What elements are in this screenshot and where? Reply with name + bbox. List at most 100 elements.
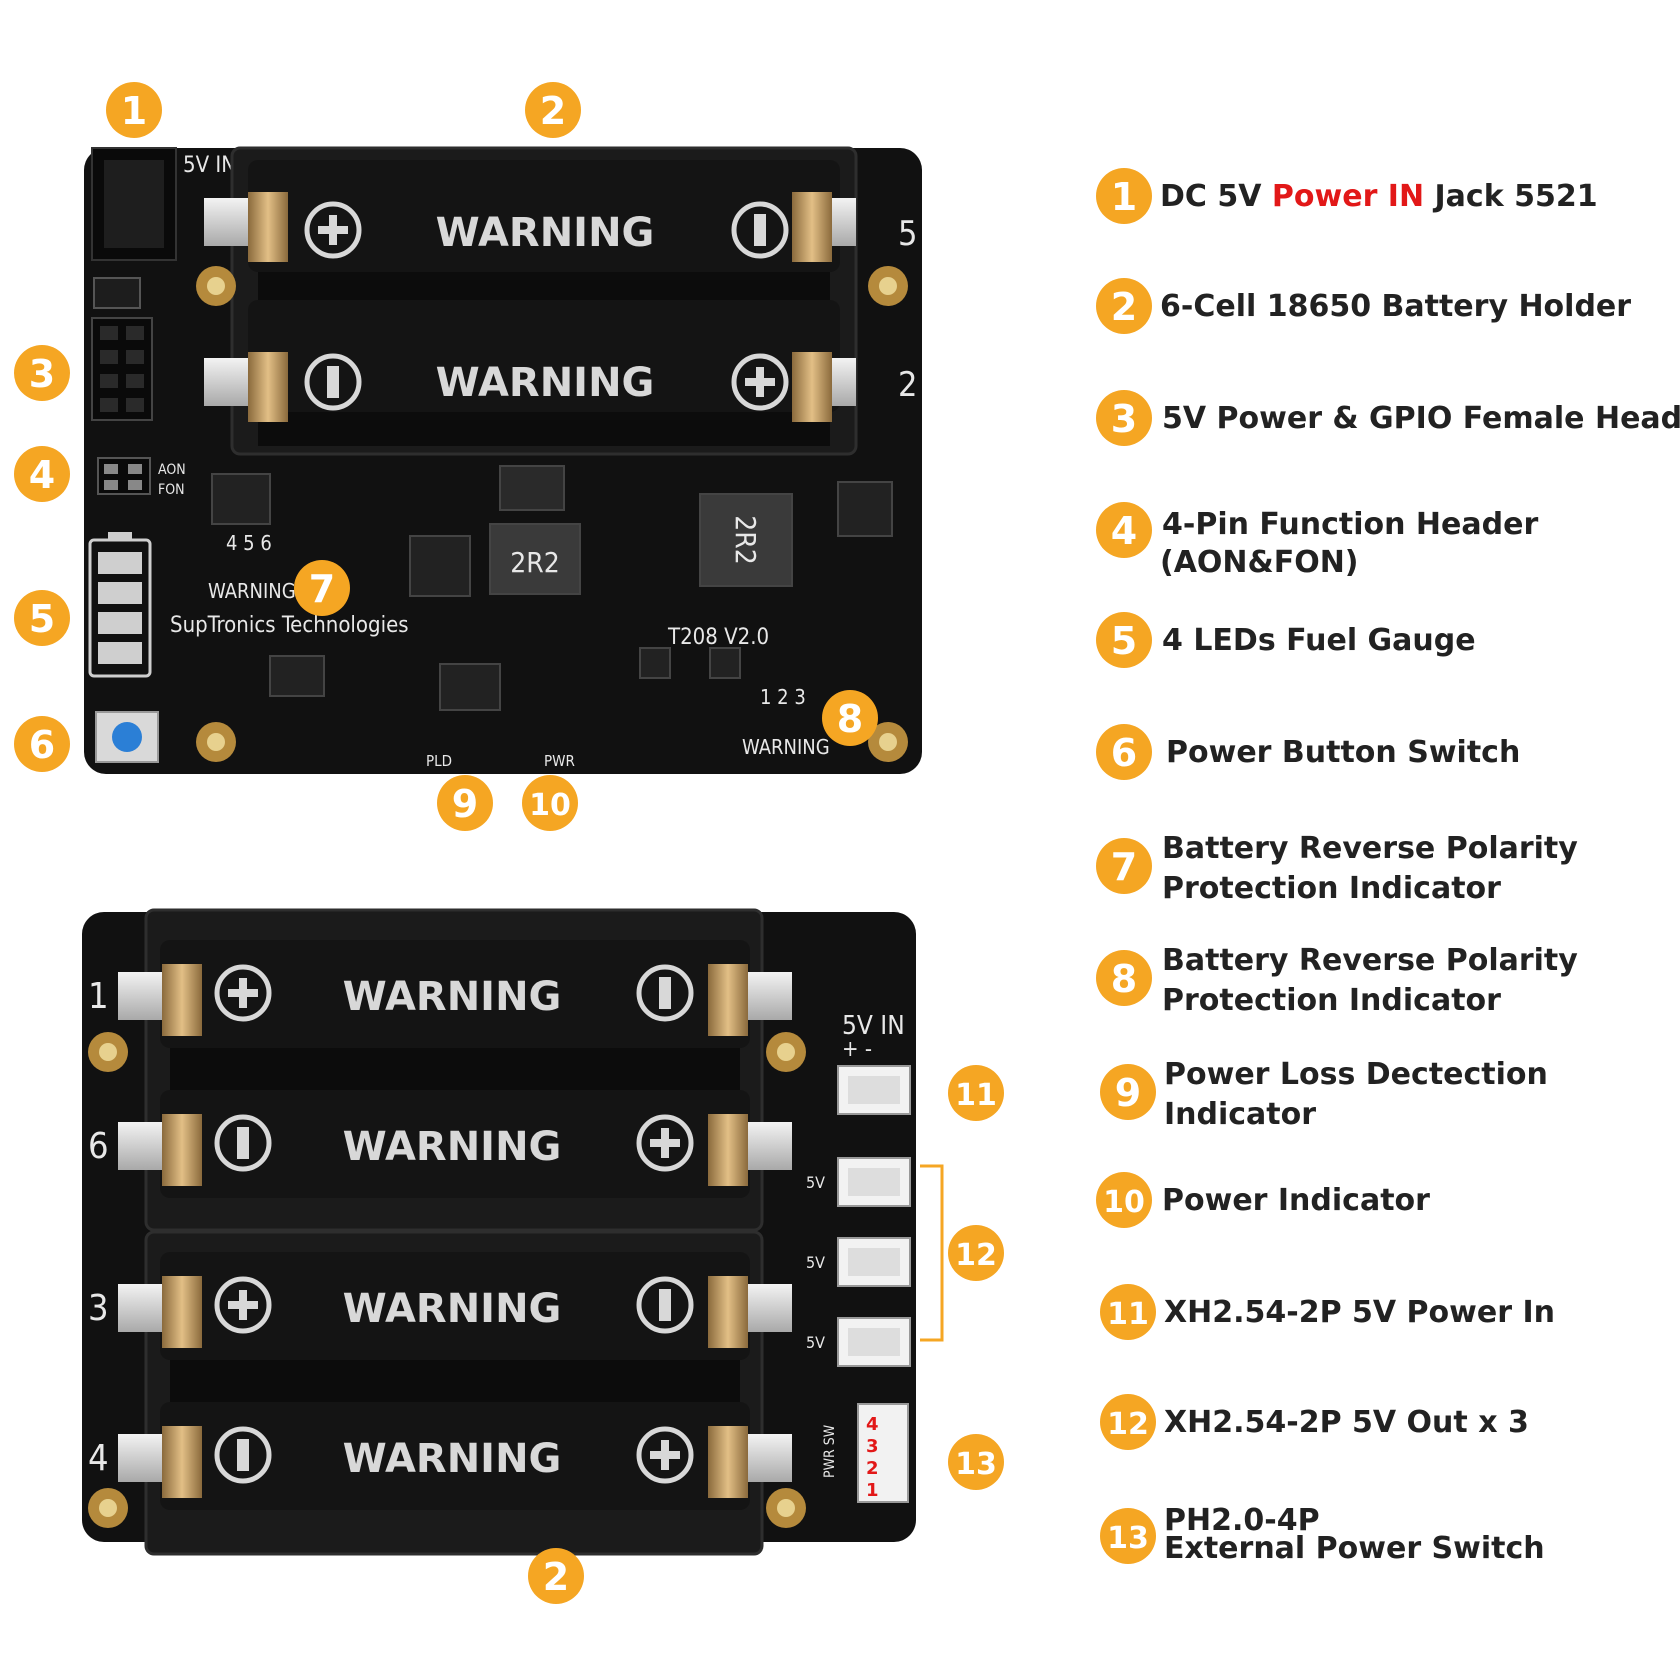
plus-symbol xyxy=(214,1276,272,1334)
top-holder-warning-1: WARNING xyxy=(436,210,655,256)
legend-item-8: 8 Battery Reverse Polarity Protection In… xyxy=(1096,943,1578,1018)
legend-1-text: DC 5V Power IN Jack 5521 xyxy=(1160,179,1598,214)
svg-text:4: 4 xyxy=(29,453,55,497)
callout-13: 13 xyxy=(948,1434,1004,1490)
svg-text:13: 13 xyxy=(955,1447,997,1482)
bottom-holder-warning-3: WARNING xyxy=(343,1286,562,1332)
silk-5v-2: 5V xyxy=(806,1253,825,1272)
minus-symbol xyxy=(214,1426,272,1484)
top-components xyxy=(211,465,893,711)
silk-456: 4 5 6 xyxy=(226,531,272,555)
svg-text:Power Loss Dectection: Power Loss Dectection xyxy=(1164,1057,1548,1092)
svg-text:11: 11 xyxy=(1107,1297,1149,1332)
xh-connectors xyxy=(837,1065,911,1503)
minus-symbol xyxy=(636,964,694,1022)
silk-fon: FON xyxy=(158,482,185,498)
svg-text:Battery Reverse Polarity: Battery Reverse Polarity xyxy=(1162,831,1578,866)
function-header xyxy=(97,457,151,495)
plus-symbol xyxy=(304,201,362,259)
svg-text:6: 6 xyxy=(29,723,55,767)
callout-11: 11 xyxy=(948,1065,1004,1121)
cell-label-6: 6 xyxy=(88,1126,109,1167)
silk-plus-minus: + - xyxy=(842,1037,872,1062)
svg-text:12: 12 xyxy=(1107,1407,1149,1442)
callouts: 1 2 3 4 5 6 7 8 9 10 11 12 13 2 xyxy=(14,82,1004,1604)
svg-text:13: 13 xyxy=(1107,1521,1149,1556)
svg-text:5: 5 xyxy=(1111,619,1137,663)
svg-text:PH2.0-4P: PH2.0-4P xyxy=(1164,1503,1320,1538)
top-polarity-symbols xyxy=(304,201,789,411)
svg-text:5V Power & GPIO Female Header: 5V Power & GPIO Female Header xyxy=(1162,401,1680,436)
pin-2: 2 xyxy=(866,1458,879,1479)
inductor-label-1: 2R2 xyxy=(510,546,560,579)
bottom-holder-warning-2: WARNING xyxy=(343,1124,562,1170)
legend-item-7: 7 Battery Reverse Polarity Protection In… xyxy=(1096,831,1578,906)
legend-item-11: 11 XH2.54-2P 5V Power In xyxy=(1100,1284,1555,1340)
svg-text:6-Cell 18650 Battery Holder: 6-Cell 18650 Battery Holder xyxy=(1160,289,1631,324)
silk-warning-small: WARNING xyxy=(208,579,296,603)
bottom-holder-warning-1: WARNING xyxy=(343,974,562,1020)
ph-connector xyxy=(857,1403,909,1503)
silk-pld: PLD xyxy=(426,752,452,770)
svg-text:Battery Reverse Polarity: Battery Reverse Polarity xyxy=(1162,943,1578,978)
top-holder-warning-2: WARNING xyxy=(436,360,655,406)
legend-item-6: 6 Power Button Switch xyxy=(1096,724,1520,780)
legend-item-2: 2 6-Cell 18650 Battery Holder xyxy=(1096,278,1631,334)
callout-12: 12 xyxy=(948,1225,1004,1281)
cell-label-4: 4 xyxy=(88,1438,109,1479)
svg-text:3: 3 xyxy=(1111,397,1137,441)
svg-text:7: 7 xyxy=(309,567,335,611)
bottom-holder-warning-4: WARNING xyxy=(343,1436,562,1482)
bracket-12 xyxy=(920,1164,944,1342)
callout-3: 3 xyxy=(14,345,70,401)
callout-8: 8 xyxy=(822,690,878,746)
bottom-board: WARNING WARNING WARNING WARNING 1 6 3 4 … xyxy=(82,908,944,1556)
power-button xyxy=(95,711,159,763)
svg-text:XH2.54-2P 5V Out x 3: XH2.54-2P 5V Out x 3 xyxy=(1164,1405,1529,1440)
bottom-polarity-symbols xyxy=(214,964,694,1484)
callout-7: 7 xyxy=(294,560,350,616)
svg-text:10: 10 xyxy=(529,788,571,823)
top-battery-holder xyxy=(230,146,858,456)
svg-text:(AON&FON): (AON&FON) xyxy=(1160,545,1359,580)
legend-item-13: 13 PH2.0-4P External Power Switch xyxy=(1100,1503,1545,1566)
svg-text:XH2.54-2P 5V Power In: XH2.54-2P 5V Power In xyxy=(1164,1295,1555,1330)
plus-symbol xyxy=(636,1114,694,1172)
svg-text:Protection Indicator: Protection Indicator xyxy=(1162,983,1501,1018)
pin-3: 3 xyxy=(866,1436,879,1457)
callout-4: 4 xyxy=(14,446,70,502)
callout-2b: 2 xyxy=(528,1548,584,1604)
minus-symbol xyxy=(214,1114,272,1172)
silk-5vin-top: 5V IN xyxy=(183,153,236,178)
callout-9: 9 xyxy=(437,775,493,831)
legend-item-3: 3 5V Power & GPIO Female Header xyxy=(1096,390,1680,446)
silk-5vin-bottom: 5V IN xyxy=(842,1011,905,1041)
svg-text:4 LEDs Fuel Gauge: 4 LEDs Fuel Gauge xyxy=(1162,623,1476,658)
cell-label-2: 2 xyxy=(898,365,917,405)
silk-aon: AON xyxy=(158,462,186,478)
legend-item-9: 9 Power Loss Dectection Indicator xyxy=(1100,1057,1548,1132)
silk-brand: SupTronics Technologies xyxy=(170,613,409,638)
svg-text:Indicator: Indicator xyxy=(1164,1097,1316,1132)
legend-item-4: 4 4-Pin Function Header (AON&FON) xyxy=(1096,502,1538,580)
svg-text:9: 9 xyxy=(1115,1071,1141,1115)
silk-warning-small-2: WARNING xyxy=(742,735,830,759)
dc-jack xyxy=(91,147,177,261)
legend-item-12: 12 XH2.54-2P 5V Out x 3 xyxy=(1100,1394,1529,1450)
svg-text:4-Pin Function Header: 4-Pin Function Header xyxy=(1162,507,1538,542)
svg-text:8: 8 xyxy=(837,697,863,741)
silk-model: T208 V2.0 xyxy=(667,625,769,650)
silk-5v-3: 5V xyxy=(806,1333,825,1352)
top-mount-holes xyxy=(196,266,908,762)
svg-text:8: 8 xyxy=(1111,957,1137,1001)
svg-text:10: 10 xyxy=(1103,1185,1145,1220)
svg-text:5: 5 xyxy=(29,597,55,641)
svg-text:4: 4 xyxy=(1111,509,1137,553)
svg-text:1: 1 xyxy=(121,89,147,133)
legend-item-5: 5 4 LEDs Fuel Gauge xyxy=(1096,612,1476,668)
svg-text:External Power Switch: External Power Switch xyxy=(1164,1531,1545,1566)
silk-5v-1: 5V xyxy=(806,1173,825,1192)
callout-6: 6 xyxy=(14,716,70,772)
pin-1: 1 xyxy=(866,1480,879,1501)
legend: 1 DC 5V Power IN Jack 5521 2 6-Cell 1865… xyxy=(1096,168,1680,1566)
